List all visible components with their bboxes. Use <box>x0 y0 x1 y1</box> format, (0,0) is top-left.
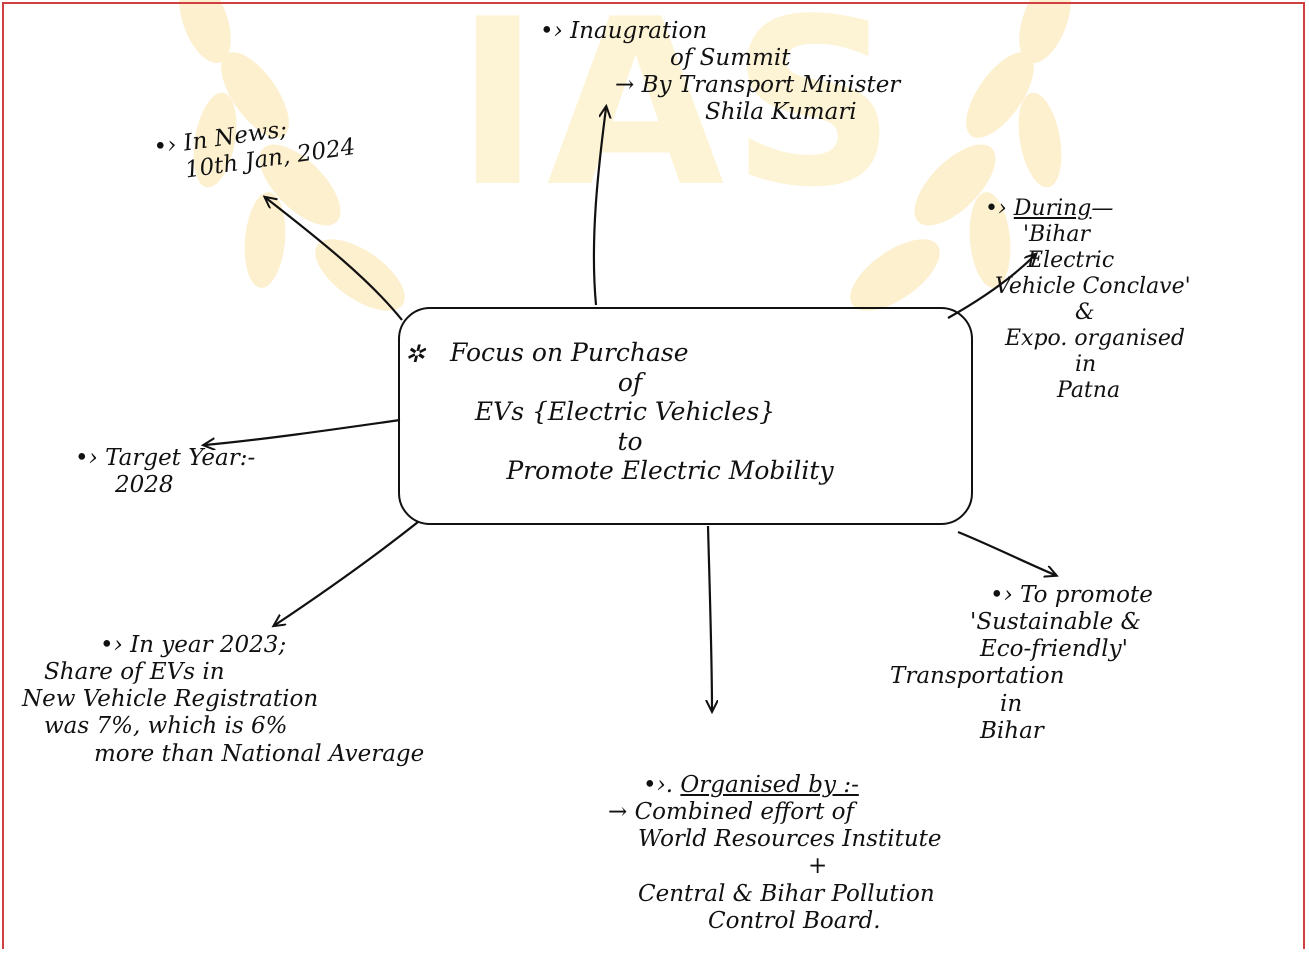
year2023-line-1: In year 2023; <box>130 632 287 658</box>
during-line-2: Electric <box>1027 247 1115 273</box>
bullet-icon: •› <box>75 445 106 471</box>
inauguration-line-3: → By Transport Minister <box>615 72 901 99</box>
node-during: •› During— 'Bihar Electric Vehicle Concl… <box>985 196 1191 403</box>
arrow-to-year2023 <box>275 521 419 625</box>
promote-line-3: Eco-friendly' <box>980 636 1128 663</box>
arrow-to-in-news <box>266 198 403 321</box>
promote-line-4: Transportation <box>890 663 1065 690</box>
during-heading: During <box>1013 196 1092 221</box>
during-line-3: Vehicle Conclave' <box>995 273 1191 299</box>
target-label: Target Year:- <box>105 445 256 471</box>
central-topic-box <box>398 307 973 525</box>
arrow-to-inauguration <box>592 108 606 306</box>
organised-line-1: → Combined effort of <box>608 799 855 826</box>
during-line-4: & <box>1075 299 1095 325</box>
sparkle-icon: ✲ <box>405 340 426 368</box>
inauguration-line-1: Inaugration <box>570 18 708 44</box>
node-year-2023: •› In year 2023; Share of EVs in New Veh… <box>22 632 424 768</box>
bullet-icon: •› <box>100 632 131 658</box>
arrow-to-organised <box>708 525 712 710</box>
during-line-1: 'Bihar <box>1023 221 1091 247</box>
central-topic: Focus on Purchase of EVs {Electric Vehic… <box>440 338 940 486</box>
node-target-year: •› Target Year:- 2028 <box>75 445 255 499</box>
central-line-5: Promote Electric Mobility <box>506 456 834 485</box>
inauguration-line-4: Shila Kumari <box>705 99 857 126</box>
node-promote: •› To promote 'Sustainable & Eco-friendl… <box>880 582 1153 745</box>
target-value: 2028 <box>115 472 174 499</box>
arrow-to-promote <box>957 530 1055 575</box>
year2023-line-3: New Vehicle Registration <box>22 686 319 713</box>
central-line-4: to <box>617 426 643 456</box>
organised-line-4: Central & Bihar Pollution <box>638 880 935 907</box>
inauguration-line-2: of Summit <box>670 45 791 72</box>
bullet-icon: •› <box>540 18 571 44</box>
central-line-1: Focus on Purchase <box>450 338 689 367</box>
during-line-6: in <box>1075 351 1097 377</box>
promote-line-6: Bihar <box>980 717 1044 744</box>
node-inauguration: •› Inaugration of Summit → By Transport … <box>540 18 900 127</box>
bullet-icon: •›. <box>643 772 681 798</box>
bullet-icon: •› <box>152 130 186 161</box>
promote-line-2: 'Sustainable & <box>970 609 1142 636</box>
promote-line-1: To promote <box>1020 582 1153 608</box>
year2023-line-4: was 7%, which is 6% <box>44 713 288 740</box>
bullet-icon: •› <box>990 582 1021 608</box>
arrow-to-target <box>205 418 401 445</box>
promote-line-5: in <box>1000 690 1023 717</box>
organised-line-5: Control Board. <box>708 907 881 934</box>
central-line-3: EVs {Electric Vehicles} <box>474 397 776 426</box>
bullet-icon: •› <box>985 196 1014 221</box>
during-line-7: Patna <box>1057 377 1121 403</box>
year2023-line-2: Share of EVs in <box>44 659 225 686</box>
organised-heading: Organised by :- <box>680 772 859 798</box>
organised-line-3: + <box>808 853 828 880</box>
organised-line-2: World Resources Institute <box>638 826 942 853</box>
during-line-5: Expo. organised <box>1005 325 1185 351</box>
central-line-2: of <box>617 367 643 397</box>
node-organised: •›. Organised by :- → Combined effort of… <box>608 772 942 935</box>
year2023-line-5: more than National Average <box>94 740 425 767</box>
